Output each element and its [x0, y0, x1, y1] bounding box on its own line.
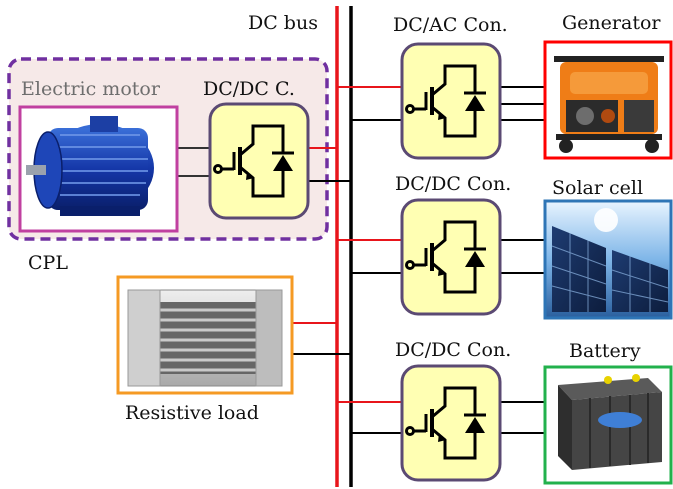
heater-coil-photo: [116, 275, 294, 395]
battery-label: Battery: [569, 340, 641, 362]
resistive-load-label: Resistive load: [125, 402, 259, 424]
generator-wiring: [337, 86, 545, 121]
dcdc-c-label: DC/DC C.: [203, 78, 295, 100]
electric-motor-label: Electric motor: [21, 78, 160, 100]
electric-motor-photo: [18, 105, 179, 233]
motor-wiring: [177, 147, 351, 182]
cpl-label: CPL: [28, 252, 68, 274]
solar-wiring: [337, 239, 545, 274]
resistive-wiring: [292, 322, 351, 355]
dc-bus-label: DC bus: [248, 12, 318, 34]
portable-generator-photo: [543, 40, 673, 160]
dcdc-con-battery-label: DC/DC Con.: [395, 339, 512, 361]
generator-label: Generator: [562, 12, 661, 34]
converter-generator: [400, 42, 502, 160]
dcdc-con-solar-label: DC/DC Con.: [395, 173, 512, 195]
solar-panel-photo: [543, 199, 673, 320]
dcac-con-label: DC/AC Con.: [393, 14, 508, 36]
battery-wiring: [337, 401, 545, 434]
solar-cell-label: Solar cell: [552, 177, 644, 199]
converter-battery: [400, 364, 502, 482]
converter-motor: [208, 102, 310, 220]
converter-solar: [400, 198, 502, 316]
battery-pack-photo: [543, 365, 673, 485]
